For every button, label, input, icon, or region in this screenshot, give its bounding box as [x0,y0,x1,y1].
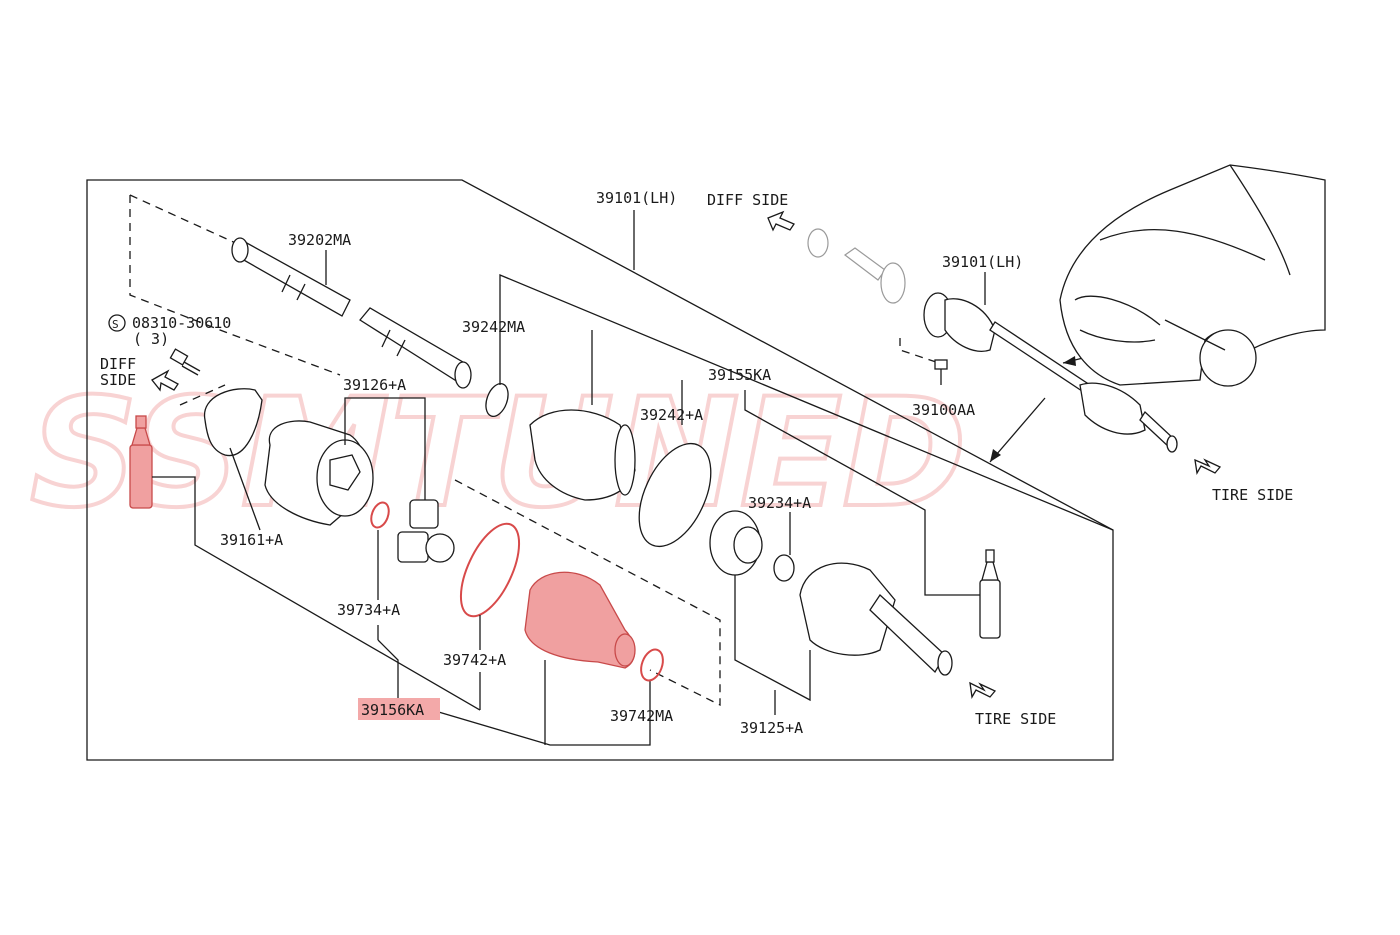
snap-ring-red [370,501,390,529]
symbol-circle [108,314,126,332]
label-tire-side-right: TIRE SIDE [1212,486,1293,504]
spider-assembly [397,499,455,563]
axle-bolt [934,359,948,385]
dashed-outline-c [454,479,721,707]
intermediate-shaft [231,237,472,389]
label-39242A: 39242+A [640,406,703,424]
dashed-outline-b [129,194,241,246]
leader-kit-bracket [377,639,651,746]
band-39242MA [485,383,509,417]
arrow-diff-left-icon [151,369,179,392]
label-39202MA: 39202MA [288,231,351,249]
label-39100AA: 39100AA [912,401,975,419]
leader-39155KA [744,390,980,596]
label-39125A: 39125+A [740,719,803,737]
label-39155KA: 39155KA [708,366,771,384]
leader-39242MA [499,274,1114,531]
arrow-head-a-icon [1063,356,1076,366]
axle-shaft-assembly [923,292,1178,453]
inner-boot-red [524,571,636,669]
label-39742A: 39742+A [443,651,506,669]
big-band [638,442,712,548]
label-diff-left-2: SIDE [100,371,136,389]
faint-flange [843,247,906,304]
outer-boot [529,409,636,501]
label-39156KA: 39156KA [361,701,424,719]
arrow-tire-right-icon [1194,458,1222,475]
label-39242MA: 39242MA [462,318,525,336]
faint-seal [807,228,829,258]
highlight-box-39156KA [358,698,440,720]
vehicle-outline [1059,164,1326,387]
label-diff-left-1: DIFF [100,355,136,373]
bolt [169,348,201,376]
outer-joint [799,562,953,676]
arrow-tire-bottom-icon [969,681,997,699]
label-diff-side-top: DIFF SIDE [707,191,788,209]
inner-joint-housing [264,420,374,526]
circlip-39234A [773,554,795,582]
leader-grease-left [152,476,481,711]
leader-39126A [344,397,426,500]
label-39126A: 39126+A [343,376,406,394]
label-39101-right: 39101(LH) [942,253,1023,271]
kit-frame [86,179,1114,761]
label-39734A: 39734+A [337,601,400,619]
grease-tube-right [979,549,1001,639]
dust-cover [179,384,263,457]
label-39742MA: 39742MA [610,707,673,725]
label-tire-side-bottom: TIRE SIDE [975,710,1056,728]
grease-tube-left [129,415,153,509]
arrow-head-b-icon [990,449,1001,462]
leader-39161A [229,447,261,531]
label-39161A: 39161+A [220,531,283,549]
leader-39125A [734,575,811,702]
arrow-line-b [989,397,1046,463]
symbol-s: S [112,318,119,331]
dashed-axle [899,338,946,366]
inner-race [709,510,763,576]
label-08310-30610: 08310-30610 [132,314,231,332]
small-ring-red [640,648,664,682]
boot-band-red [459,522,521,618]
label-39234A: 39234+A [748,494,811,512]
dashed-outline-a [129,195,341,376]
label-08310-qty: ( 3) [133,330,169,348]
label-39101-top: 39101(LH) [596,189,677,207]
arrow-diff-top-icon [767,210,795,232]
